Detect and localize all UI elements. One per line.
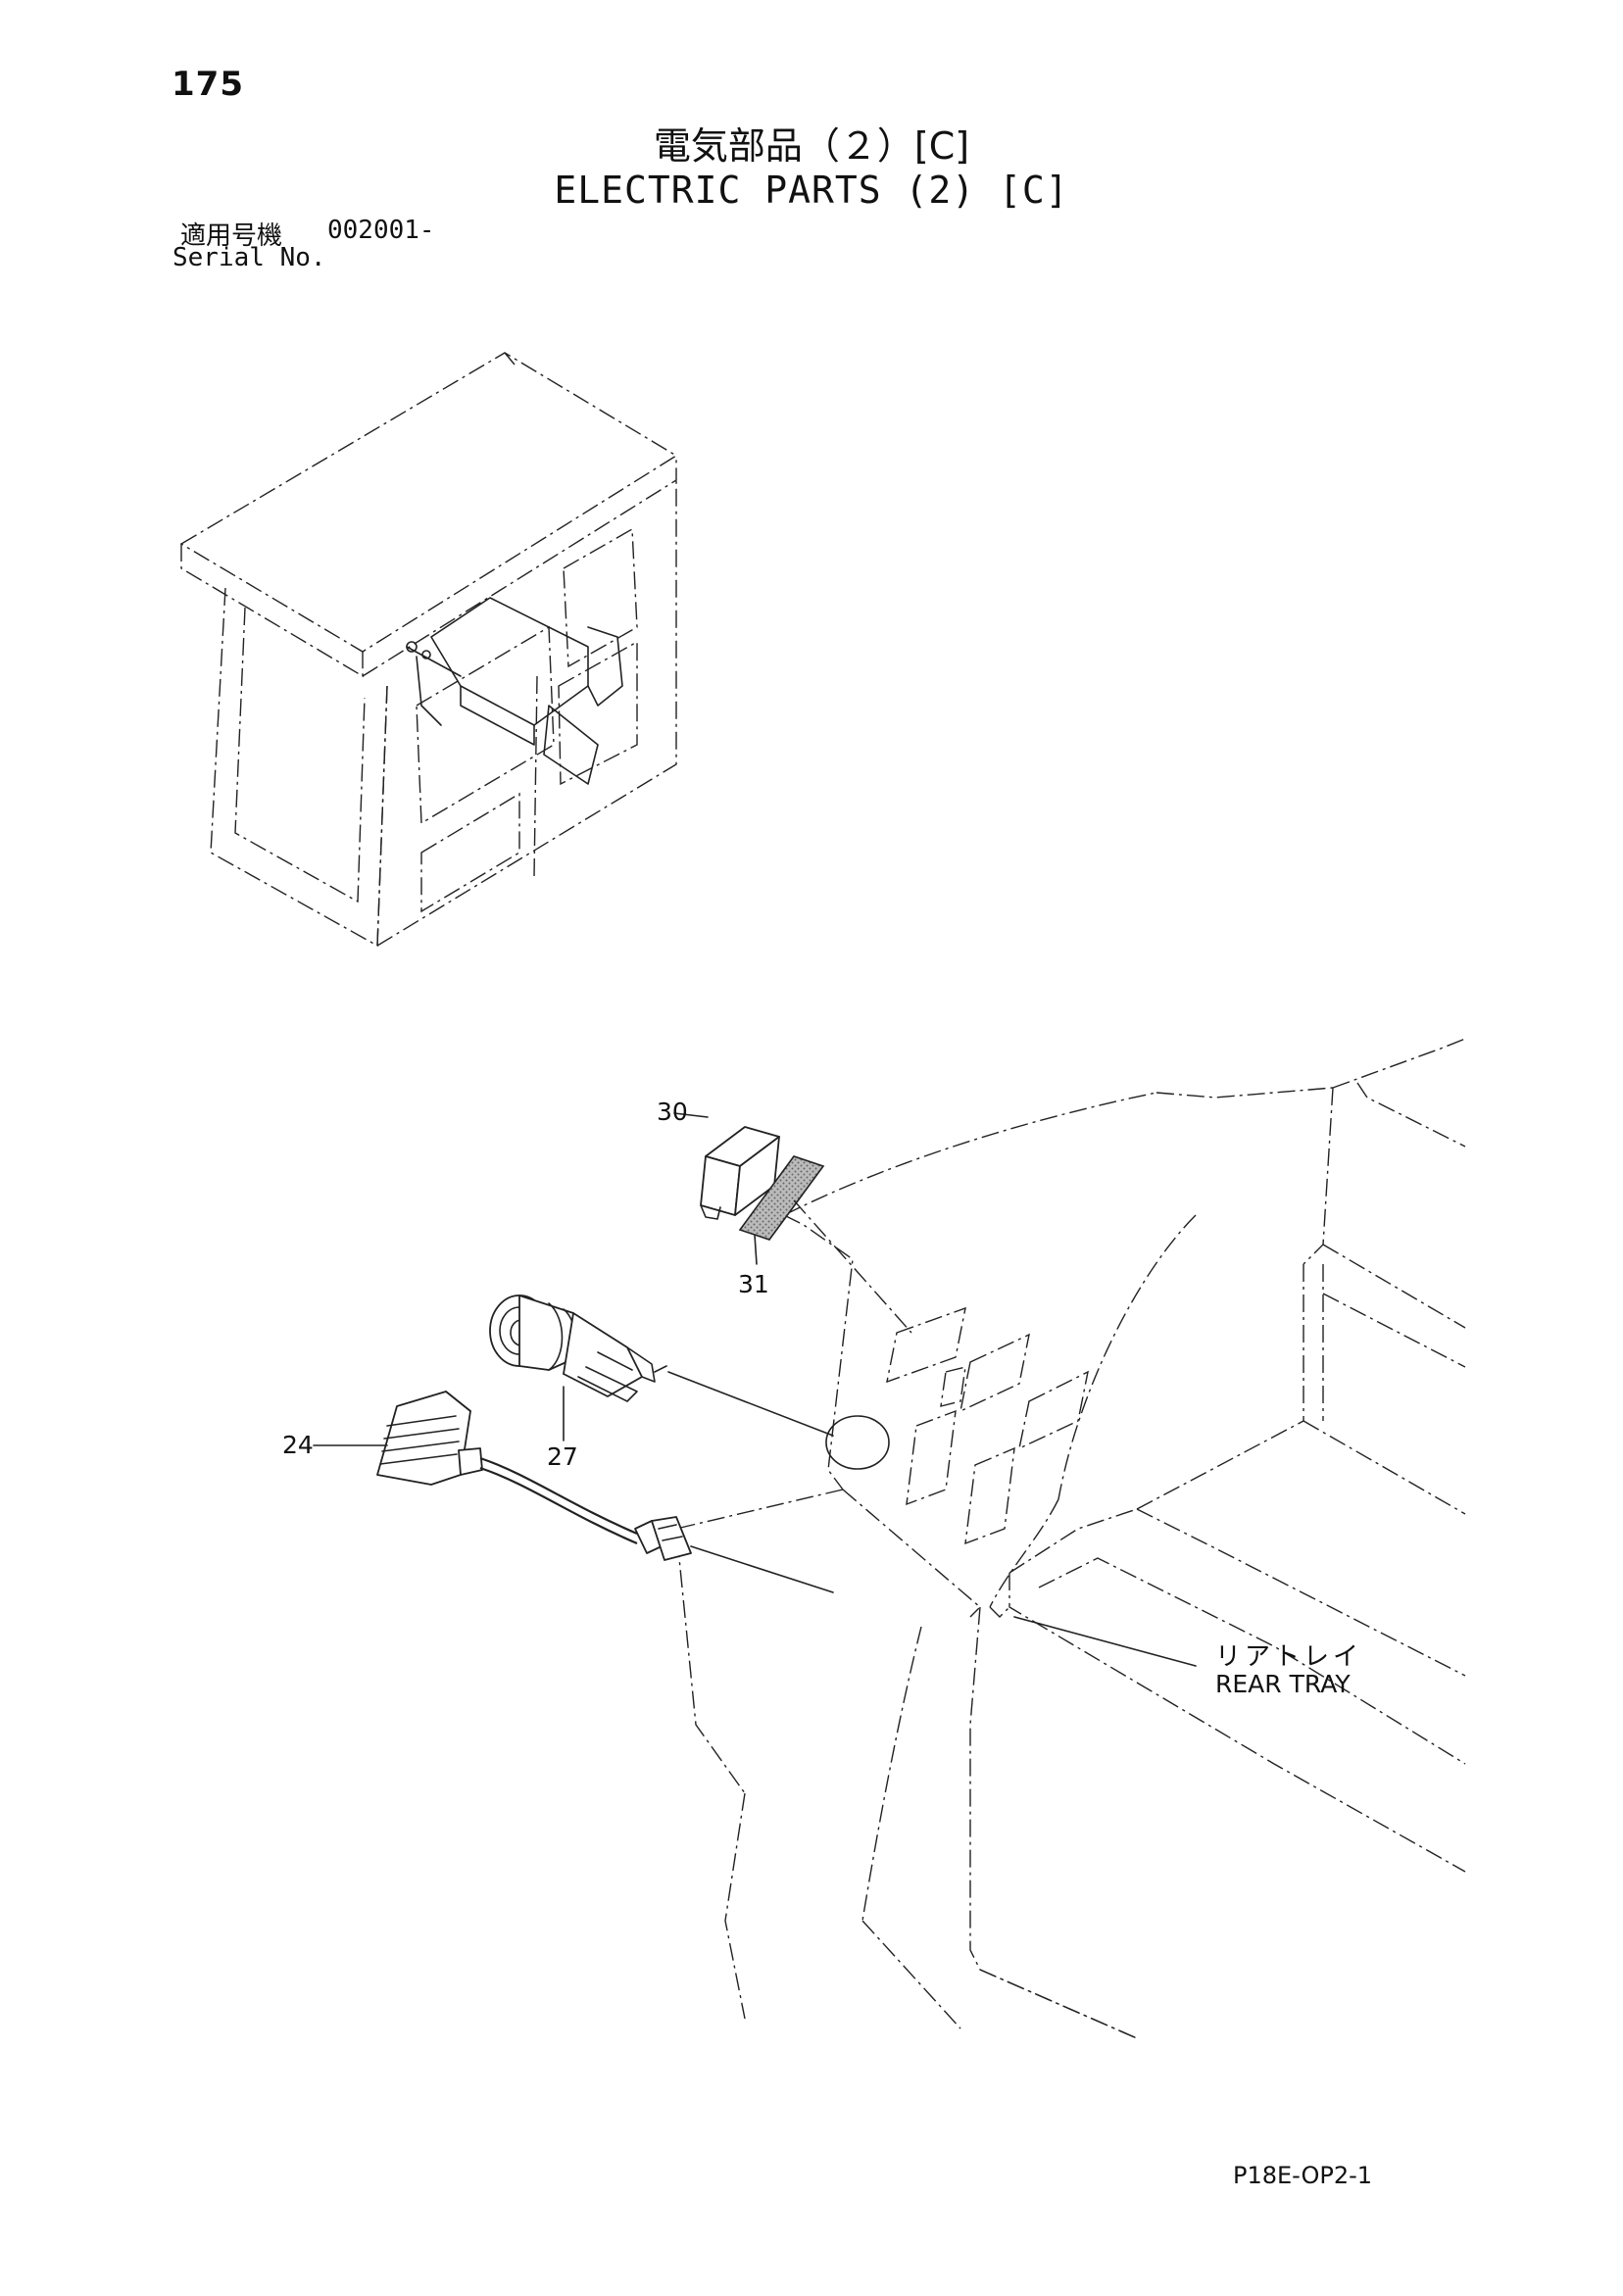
rear-tray-drawing: [675, 1038, 1466, 2039]
part-27-centerline: [667, 1371, 834, 1437]
part-31-pad: [738, 1155, 825, 1241]
part-30-switch-blank: [700, 1126, 780, 1220]
serial-value: 002001-: [327, 216, 435, 245]
drawing-code: P18E-OP2-1: [1233, 2162, 1373, 2189]
serial-label-jp: 適用号機: [180, 221, 283, 251]
callout-31: 31: [738, 1270, 769, 1298]
part-30-centerline: [793, 1199, 912, 1334]
callout-27: 27: [547, 1442, 578, 1471]
part-27-socket: [489, 1295, 667, 1402]
callout-30-leader: [673, 1112, 709, 1118]
callout-24: 24: [282, 1431, 314, 1459]
rear-tray-label-jp: リアトレイ: [1215, 1642, 1363, 1672]
callout-31-leader: [754, 1234, 758, 1265]
serial-label-en: Serial No.: [172, 243, 326, 272]
page-number: 175: [172, 65, 244, 104]
page-title-en: ELECTRIC PARTS (2) [C]: [554, 169, 1069, 212]
callout-30: 30: [657, 1098, 688, 1126]
cab-overview-drawing: [179, 352, 678, 948]
page-title-jp: 電気部品（２）[C]: [653, 124, 970, 168]
rear-tray-label-en: REAR TRAY: [1215, 1670, 1351, 1698]
part-24-centerline: [690, 1545, 834, 1593]
part-24-harness: [376, 1391, 692, 1561]
